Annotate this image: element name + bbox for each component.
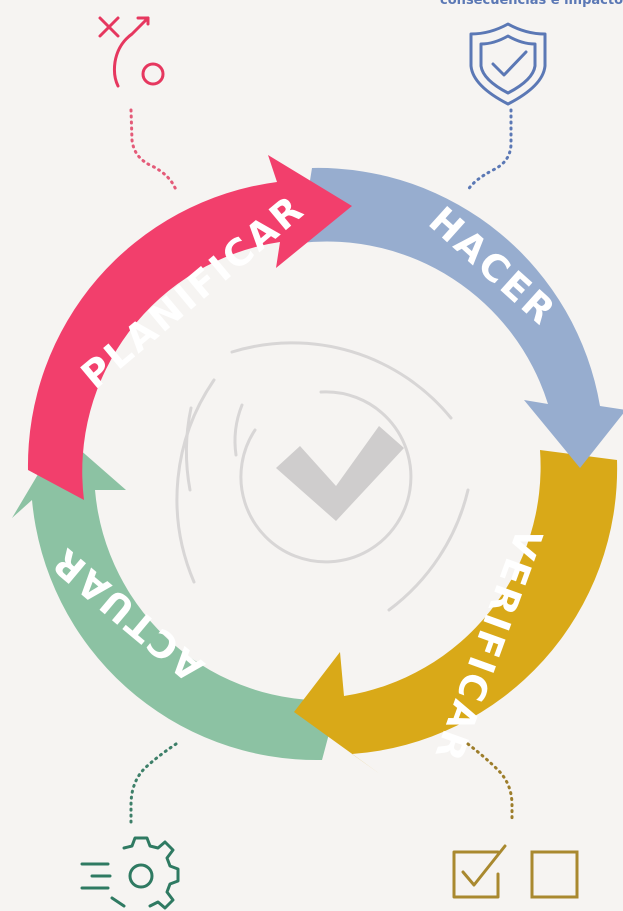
strategy-play-icon (98, 16, 165, 88)
connector-planificar (129, 108, 178, 192)
gear-speed-icon (80, 836, 180, 910)
arc-verificar (294, 450, 618, 774)
arc-actuar (12, 434, 338, 761)
connector-hacer (466, 108, 513, 192)
arc-planificar (27, 155, 353, 500)
connector-verificar (466, 742, 514, 824)
empty-checkbox-icon (530, 850, 579, 899)
top-caption: consecuencias e impacto (440, 0, 623, 8)
checkmark-icon (276, 426, 404, 521)
arc-hacer (300, 167, 623, 468)
checkbox-checked-icon (452, 844, 507, 899)
shield-check-icon (469, 22, 547, 106)
connector-actuar (129, 742, 178, 824)
center-rings (175, 341, 470, 612)
